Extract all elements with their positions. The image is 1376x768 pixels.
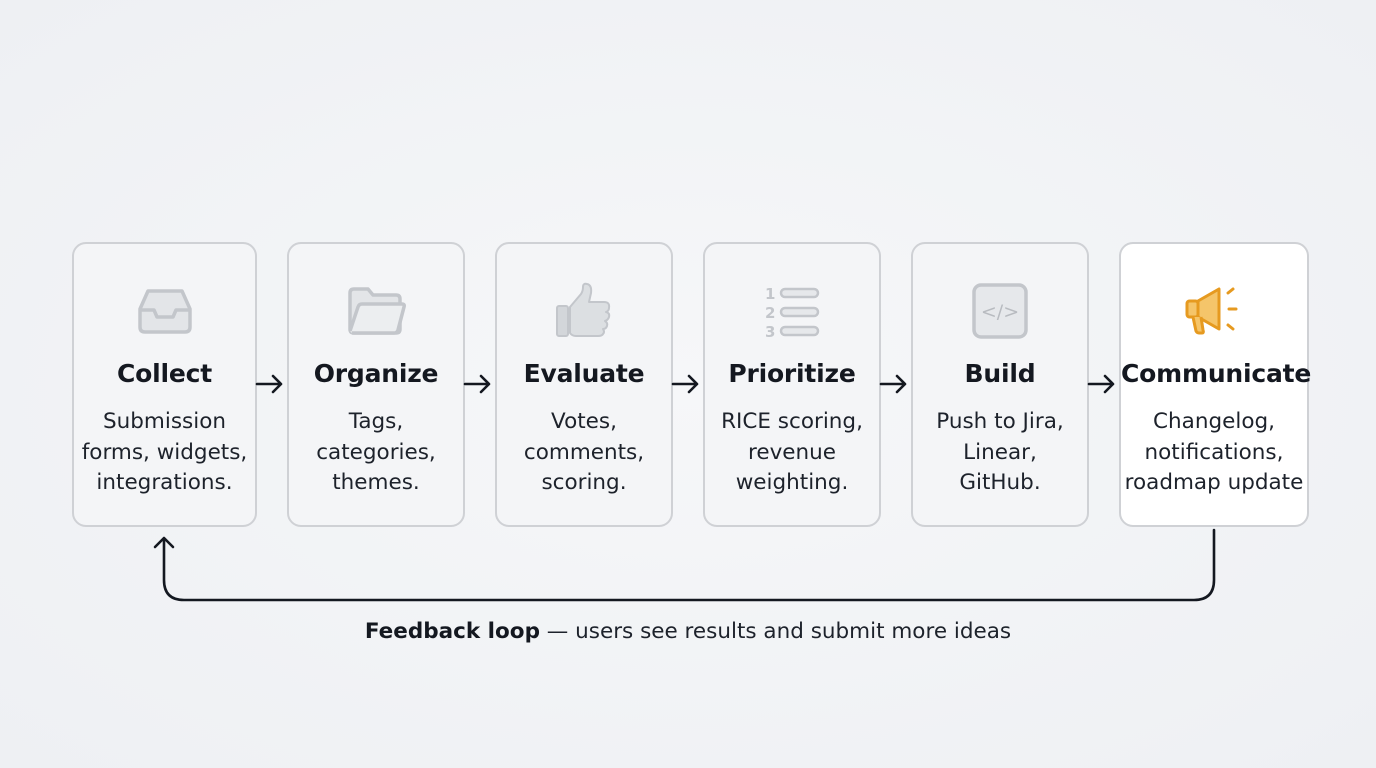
step-title: Evaluate: [523, 359, 645, 388]
arrow-right-icon: [462, 370, 494, 398]
arrow-right-icon: [254, 370, 286, 398]
code-icon: </>: [913, 280, 1087, 342]
step-description: Submission forms, widgets, integrations.: [81, 409, 248, 495]
step-title: Organize: [313, 359, 439, 388]
feedback-loop-caption: Feedback loop — users see results and su…: [364, 619, 1012, 644]
step-description: Changelog, notifications, roadmap update: [1124, 409, 1304, 495]
svg-text:2: 2: [765, 304, 775, 322]
svg-text:1: 1: [765, 285, 775, 303]
thumbs-up-icon: [497, 280, 671, 342]
arrow-right-icon: [878, 370, 910, 398]
step-title: Collect: [117, 359, 212, 388]
arrow-right-icon: [670, 370, 702, 398]
svg-text:</>: </>: [981, 301, 1019, 323]
step-description: Votes, comments, scoring.: [523, 409, 645, 495]
step-description: RICE scoring, revenue weighting.: [721, 409, 863, 495]
svg-text:3: 3: [765, 323, 775, 341]
step-card-evaluate: Evaluate Votes, comments, scoring.: [495, 242, 673, 527]
step-title: Build: [964, 359, 1036, 388]
step-card-build: </> Build Push to Jira, Linear, GitHub.: [911, 242, 1089, 527]
step-title: Communicate: [1121, 359, 1312, 388]
inbox-tray-icon: [74, 280, 255, 342]
folder-icon: [289, 280, 463, 342]
step-card-prioritize: 1 2 3 Prioritize RICE scoring, revenue w…: [703, 242, 881, 527]
step-title: Prioritize: [728, 359, 856, 388]
arrow-right-icon: [1086, 370, 1118, 398]
step-description: Tags, categories, themes.: [316, 409, 436, 495]
arrow-up-icon: [153, 536, 175, 549]
step-card-collect: Collect Submission forms, widgets, integ…: [72, 242, 257, 527]
step-card-organize: Organize Tags, categories, themes.: [287, 242, 465, 527]
numbered-list-icon: 1 2 3: [705, 280, 879, 342]
step-card-communicate: Communicate Changelog, notifications, ro…: [1119, 242, 1312, 527]
step-description: Push to Jira, Linear, GitHub.: [936, 409, 1064, 495]
megaphone-icon: [1121, 280, 1307, 342]
